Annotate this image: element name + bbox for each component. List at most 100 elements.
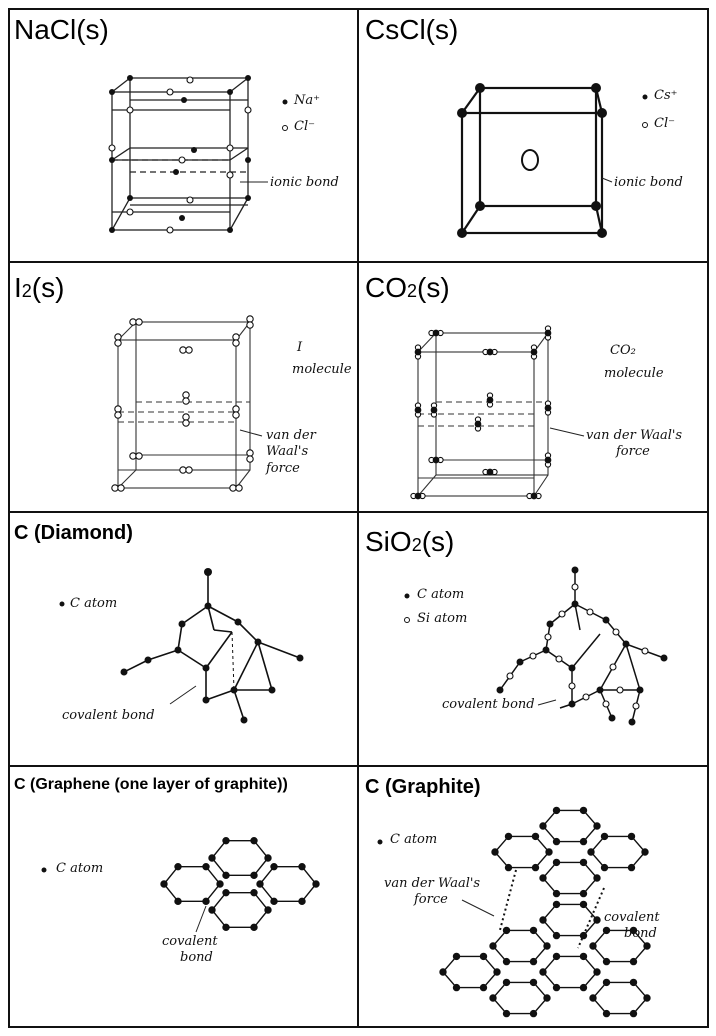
carbon-atom — [587, 848, 595, 856]
carbon-atom — [579, 889, 588, 898]
hexagon-ring — [542, 955, 598, 989]
carbon-atom — [552, 858, 561, 867]
hexagon-ring — [542, 809, 598, 843]
carbon-atom — [222, 836, 230, 845]
panel-title: CsCl(s) — [365, 14, 459, 45]
carbon-atom — [552, 806, 561, 815]
co2-molecule — [474, 416, 482, 432]
carbon-atom — [222, 888, 230, 897]
hexagon-ring — [592, 981, 648, 1015]
panel-title: NaCl(s) — [14, 14, 109, 45]
carbon-atom — [600, 832, 609, 841]
legend-cation: Cs⁺ — [654, 88, 678, 103]
carbon-atom — [539, 968, 547, 976]
co2-molecule — [410, 492, 426, 500]
carbon-atom — [502, 926, 511, 935]
legend-cation: Na⁺ — [294, 93, 320, 108]
co2-molecule — [482, 468, 498, 476]
i2-molecule — [232, 333, 240, 347]
carbon-atom — [643, 942, 651, 950]
i2-molecule — [179, 346, 193, 354]
carbon-atom — [312, 880, 320, 888]
i2-molecule — [182, 413, 190, 427]
co2-molecule — [544, 325, 552, 341]
i2-molecule — [129, 452, 143, 460]
carbon-atom — [579, 983, 588, 992]
carbon-atom — [202, 897, 210, 906]
carbon-atom — [452, 983, 461, 992]
carbon-atom — [174, 897, 182, 906]
bond-label: covalent bond — [62, 708, 155, 723]
i2-molecule — [114, 405, 122, 419]
diamond-network — [59, 568, 304, 724]
bond-label: covalent bond — [442, 697, 535, 712]
co2-molecule — [544, 400, 552, 416]
co2-molecule — [414, 402, 422, 418]
carbon-atom — [552, 952, 561, 961]
co2-molecule — [482, 348, 498, 356]
carbon-atom — [545, 848, 553, 856]
legend-molecule: I — [297, 340, 303, 355]
carbon-atom — [489, 942, 497, 950]
carbon-atom — [479, 952, 488, 961]
co2-molecule — [430, 402, 438, 418]
panel-title: SiO2(s) — [365, 526, 455, 557]
carbon-atom — [531, 863, 540, 872]
sio2-network — [404, 566, 668, 726]
carbon-atom — [250, 923, 258, 932]
i2-molecule — [232, 405, 240, 419]
carbon-atom — [298, 862, 306, 871]
carbon-atom — [504, 832, 513, 841]
panel-title: C (Graphene (one layer of graphite)) — [14, 776, 288, 793]
carbon-atom — [579, 952, 588, 961]
carbon-atom — [579, 900, 588, 909]
panel-title: I2(s) — [14, 272, 65, 303]
bond-label: ionic bond — [270, 175, 339, 190]
carbon-atom — [250, 871, 258, 880]
carbon-atom — [593, 916, 601, 924]
hexagon-ring — [542, 903, 598, 937]
carbon-atom — [589, 942, 597, 950]
co2-molecule — [428, 329, 444, 337]
carbon-atom — [552, 983, 561, 992]
i2-molecule — [129, 318, 143, 326]
carbon-atom — [270, 862, 278, 871]
legend-atom: C atom — [56, 861, 104, 876]
graphene-sheet — [41, 836, 320, 933]
carbon-atom — [627, 832, 636, 841]
carbon-atom — [174, 862, 182, 871]
legend-anion: Cl⁻ — [294, 119, 315, 134]
legend-molecule-word: molecule — [604, 366, 664, 381]
carbon-atom — [216, 880, 224, 888]
carbon-atom — [539, 822, 547, 830]
co2-molecule — [486, 392, 494, 408]
co2-molecule — [526, 492, 542, 500]
carbon-atom — [160, 880, 168, 888]
carbon-atom — [529, 926, 538, 935]
carbon-atom — [208, 854, 216, 862]
carbon-atom — [552, 931, 561, 940]
i2-molecule — [111, 484, 125, 492]
legend-atom: C atom — [390, 832, 438, 847]
carbon-atom — [641, 848, 649, 856]
i2-molecule — [114, 333, 122, 347]
carbon-atom — [222, 871, 230, 880]
hexagon-ring — [494, 835, 550, 869]
nacl-lattice — [108, 75, 288, 234]
legend-molecule-word: molecule — [292, 362, 352, 377]
carbon-atom — [543, 942, 551, 950]
carbon-atom — [529, 1009, 538, 1018]
i2-lattice — [111, 315, 263, 492]
i2-molecule — [229, 484, 243, 492]
carbon-atom — [264, 906, 272, 914]
carbon-atom — [264, 854, 272, 862]
carbon-atom — [491, 848, 499, 856]
i2-molecule — [246, 315, 254, 329]
carbon-atom — [627, 863, 636, 872]
carbon-atom — [493, 968, 501, 976]
carbon-atom — [531, 832, 540, 841]
